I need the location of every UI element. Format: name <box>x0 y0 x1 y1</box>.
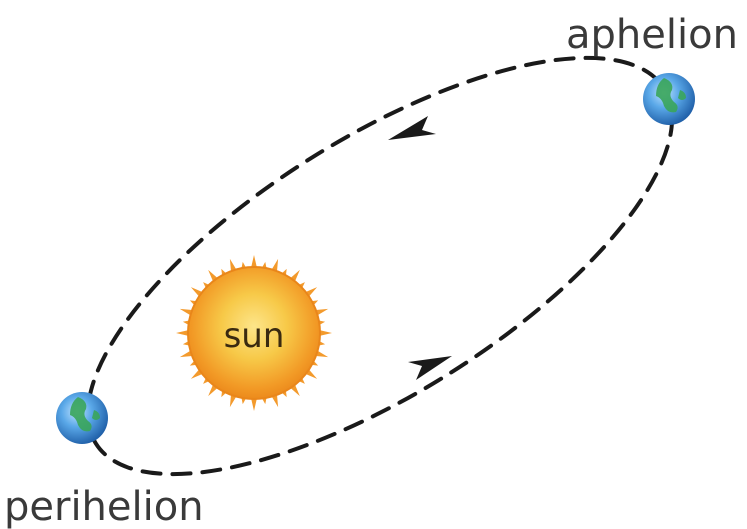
arrow-lower-icon <box>408 356 452 380</box>
earth-aphelion-icon <box>643 73 695 125</box>
perihelion-label: perihelion <box>4 484 204 529</box>
orbit-path <box>85 55 675 477</box>
earth-perihelion-icon <box>56 392 108 444</box>
sun-label: sun <box>224 316 285 356</box>
sun-icon: sun <box>176 255 332 411</box>
aphelion-label: aphelion <box>566 12 738 58</box>
arrow-upper-icon <box>388 116 436 140</box>
